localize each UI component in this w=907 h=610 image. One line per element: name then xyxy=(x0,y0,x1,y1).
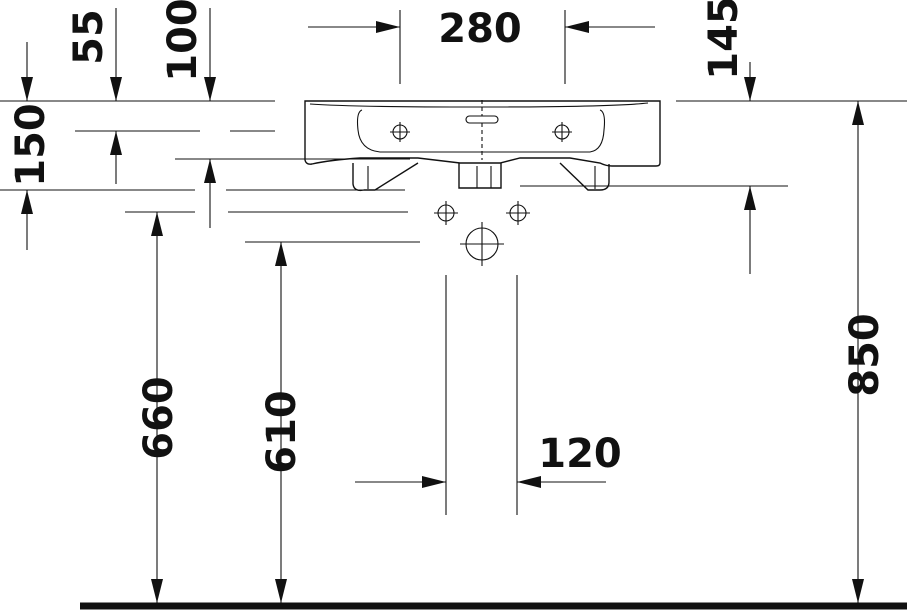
washbasin xyxy=(304,100,661,192)
dimension-610: 610 xyxy=(259,390,305,474)
dimension-145: 145 xyxy=(701,0,747,80)
dimension-120: 120 xyxy=(538,431,622,477)
connection-points xyxy=(434,201,530,266)
dimension-100: 100 xyxy=(160,0,206,82)
dimension-280: 280 xyxy=(438,6,522,52)
dimension-55: 55 xyxy=(66,9,112,65)
extension-lines xyxy=(0,10,907,515)
dimension-arrows xyxy=(21,8,864,603)
dimension-850: 850 xyxy=(842,313,888,397)
dimension-660: 660 xyxy=(136,376,182,460)
dimension-150: 150 xyxy=(8,103,54,187)
